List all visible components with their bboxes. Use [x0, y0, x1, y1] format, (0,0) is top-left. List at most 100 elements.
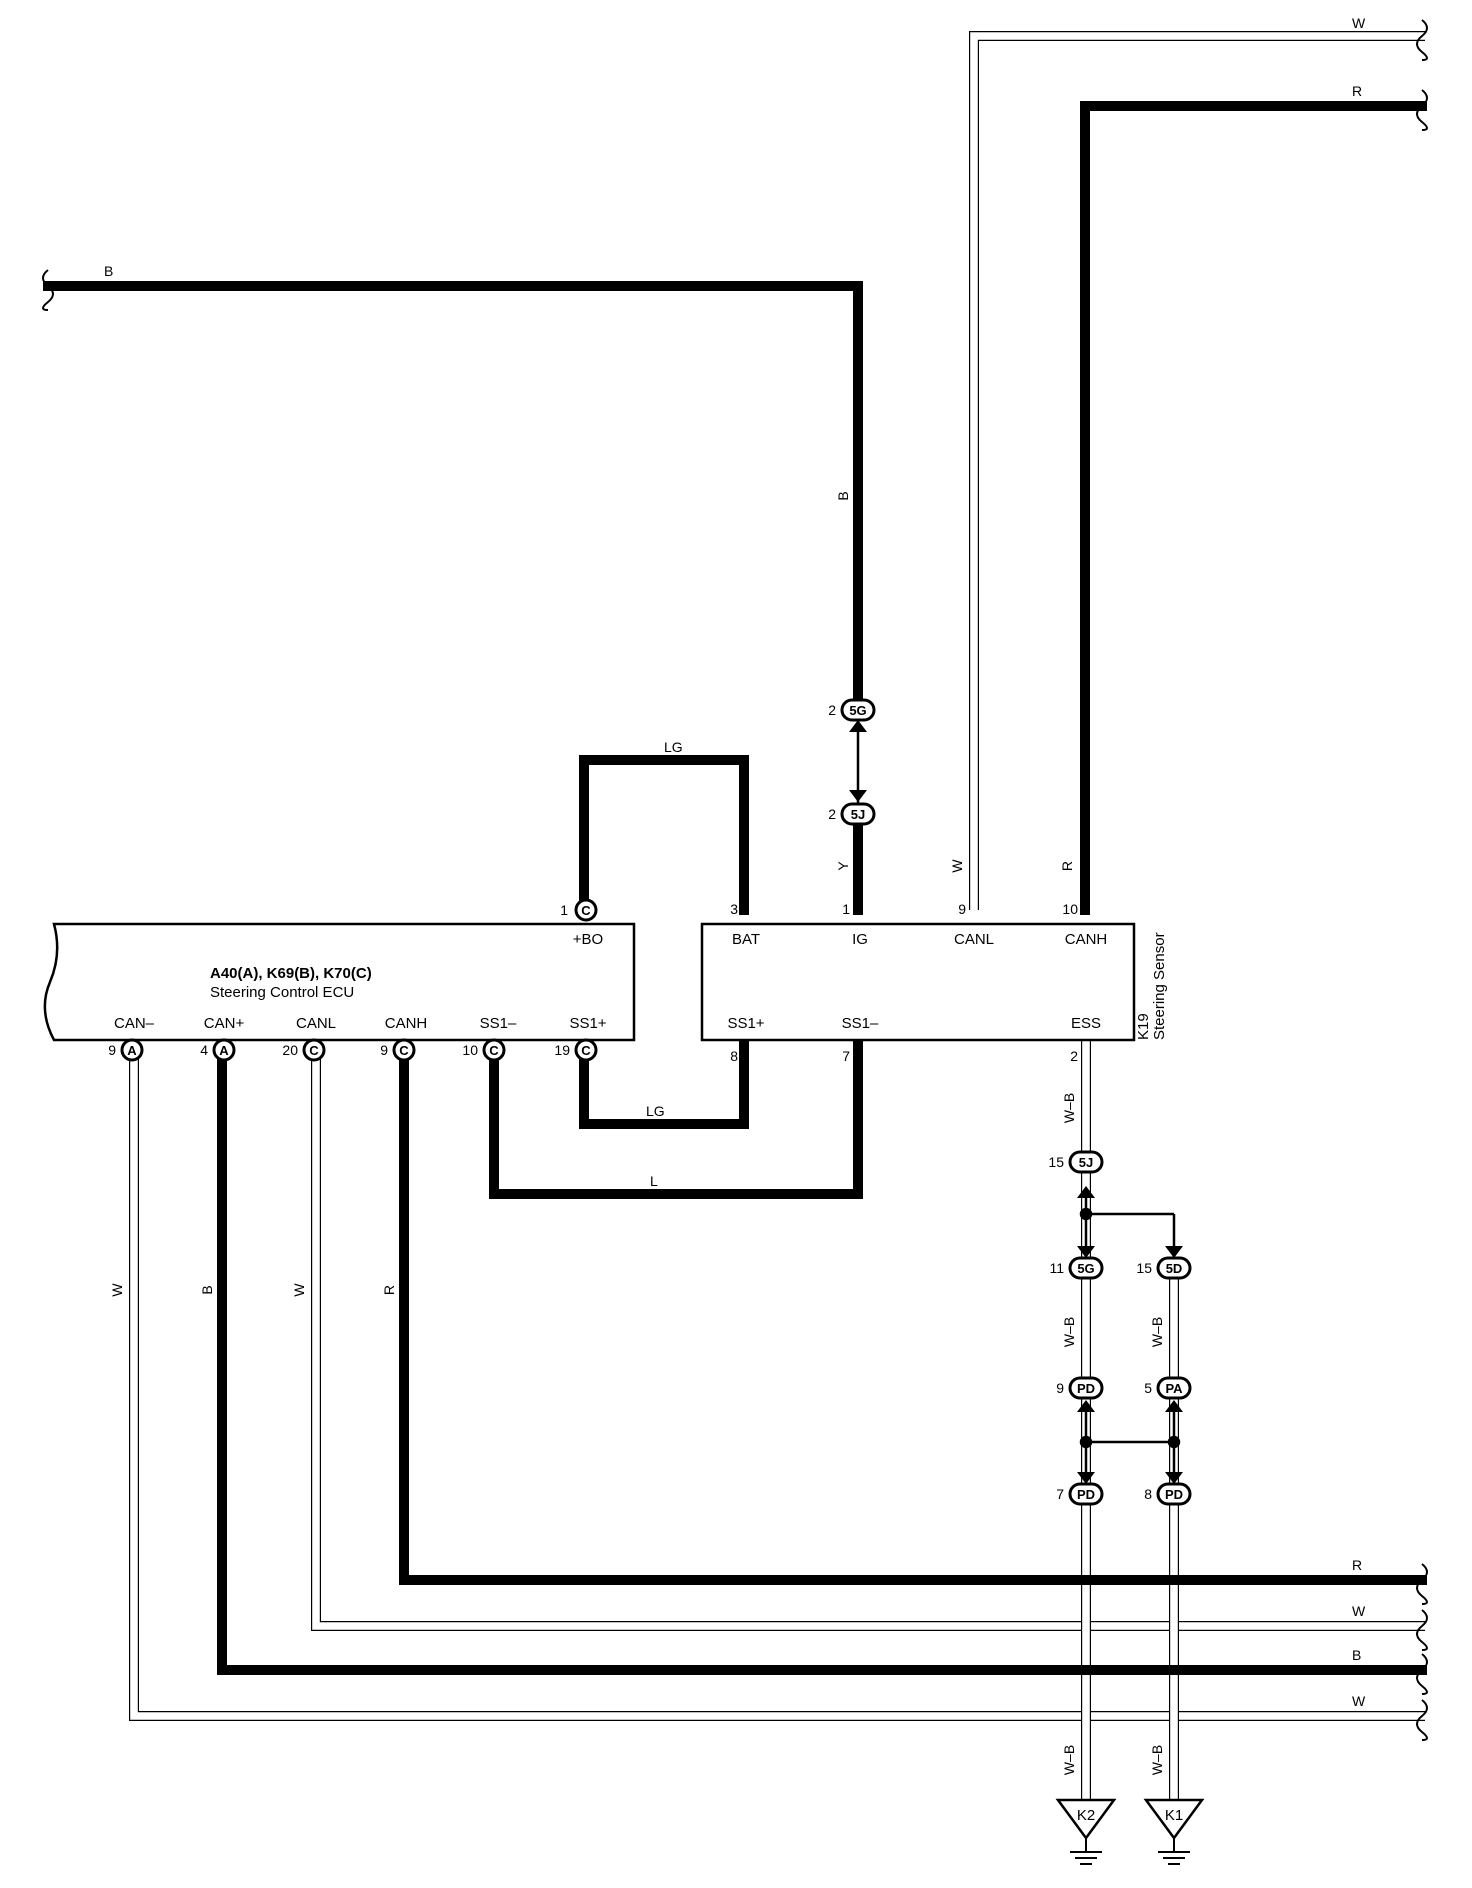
thin-wires: [129, 31, 1425, 1800]
ecu-pin-name-canl: CANL: [296, 1015, 336, 1032]
wire-color-label: W: [949, 859, 965, 873]
sensor-pin-number: 8: [730, 1048, 738, 1064]
sensor-box: [700, 922, 1136, 1042]
pin-number: 4: [200, 1042, 208, 1058]
junction-connector: [840, 802, 876, 826]
pin-number: 10: [462, 1042, 478, 1058]
ecu-pin-name-canh: CANH: [385, 1015, 428, 1032]
junction-pin: 9: [1056, 1380, 1064, 1396]
sensor-pin-number: 3: [730, 901, 738, 917]
junction-pin: 7: [1056, 1486, 1064, 1502]
wire-color-label: B: [199, 1285, 215, 1294]
steering-control-ecu: A40(A), K69(B), K70(C) Steering Control …: [43, 922, 636, 1042]
sensor-pin-name-ig: IG: [852, 931, 868, 948]
ecu-pin-name-can-minus: CAN–: [114, 1015, 155, 1032]
pin-number: 20: [282, 1042, 298, 1058]
wire-color-label: LG: [646, 1103, 665, 1119]
junction-links: [856, 730, 1181, 1472]
junction-connector: [840, 698, 876, 722]
wire-l-ss1minus: [489, 1039, 863, 1199]
junction-pin: 11: [1049, 1260, 1064, 1276]
wire-color-label: B: [1352, 1647, 1361, 1663]
steering-sensor: BAT IG CANL CANH SS1+ SS1– ESS 3 1 9 10 …: [700, 901, 1168, 1064]
junction-code: PD: [1077, 1487, 1095, 1502]
junction-connector: [1068, 1150, 1104, 1174]
wire-w-can-minus: [129, 1044, 1425, 1721]
thick-wires: [43, 101, 1427, 1675]
sensor-pin-name-ess: ESS: [1071, 1015, 1101, 1032]
junction-connector: [1156, 1482, 1192, 1506]
junction-connectors: 5G 2 5J 2 5J 15 5G 11 5D 15 PD 9 PA 5 PD…: [828, 698, 1192, 1506]
pin-number: 9: [108, 1042, 116, 1058]
ground-id: K1: [1165, 1807, 1183, 1824]
wire-b-top: [43, 281, 863, 705]
junction-pin: 2: [828, 702, 836, 718]
ground-points: K2 K1: [1055, 1798, 1205, 1865]
pin-connector: [482, 1038, 506, 1062]
pin-connector: [212, 1038, 236, 1062]
wire-color-label: W–B: [1149, 1317, 1165, 1347]
wire-w-canl: [969, 31, 1425, 910]
junction-code: 5D: [1166, 1261, 1183, 1276]
wire-color-label: B: [835, 491, 851, 500]
ecu-pin-connectors: C 1 A 9 A 4 C 20 C 9 C 10 C 19: [108, 898, 598, 1062]
ecu-pin-name-bo: +BO: [573, 931, 603, 948]
pin-number: 19: [554, 1042, 570, 1058]
junction-code: PD: [1077, 1381, 1095, 1396]
pin-connector: [120, 1038, 144, 1062]
pin-number: 9: [380, 1042, 388, 1058]
junction-code: PD: [1165, 1487, 1183, 1502]
wire-color-label: LG: [664, 739, 683, 755]
sensor-pin-number: 10: [1062, 901, 1078, 917]
sensor-pin-name-ss1-minus: SS1–: [842, 1015, 879, 1032]
junction-connector: [1068, 1256, 1104, 1280]
wire-color-labels: W R B LG LG L R W B W B Y W R W B W R W–…: [104, 15, 1366, 1775]
junction-pin: 2: [828, 806, 836, 822]
junction-pin: 8: [1144, 1486, 1152, 1502]
pin-connector-letter: C: [581, 903, 591, 918]
wire-color-label: W: [1352, 1603, 1366, 1619]
junction-connector: [1068, 1482, 1104, 1506]
junction-connector: [1156, 1256, 1192, 1280]
sensor-pin-number: 2: [1070, 1048, 1078, 1064]
junction-code: 5G: [1077, 1261, 1094, 1276]
ecu-pin-name-ss1-plus: SS1+: [569, 1015, 606, 1032]
ground-k1: K1: [1143, 1798, 1205, 1865]
pin-connector-letter: C: [309, 1043, 319, 1058]
ground-k2: K2: [1055, 1798, 1117, 1865]
sensor-pin-number: 1: [842, 901, 850, 917]
wire-color-label: W: [1352, 15, 1366, 31]
pin-connector-letter: C: [489, 1043, 499, 1058]
pin-connector: [574, 898, 598, 922]
wire-color-label: W–B: [1061, 1745, 1077, 1775]
wire-color-label: R: [1059, 861, 1075, 871]
sensor-pin-name-bat: BAT: [732, 931, 760, 948]
junction-pin: 15: [1136, 1260, 1152, 1276]
ecu-title: A40(A), K69(B), K70(C): [210, 965, 372, 982]
wire-lg-bo-bat: [579, 755, 749, 915]
ecu-subtitle: Steering Control ECU: [210, 984, 354, 1001]
break-marks: [42, 19, 1428, 1741]
wire-color-label: W–B: [1061, 1093, 1077, 1123]
junction-code: PA: [1165, 1381, 1183, 1396]
wire-color-label: Y: [835, 861, 851, 871]
wire-color-label: W–B: [1061, 1317, 1077, 1347]
junction-connector: [1068, 1376, 1104, 1400]
wire-lg-ss1plus: [579, 1039, 749, 1129]
sensor-pin-name-canh: CANH: [1065, 931, 1108, 948]
wire-color-label: B: [104, 263, 113, 279]
sensor-id: K19: [1135, 1013, 1152, 1040]
wire-r-canh-top: [1080, 101, 1427, 915]
wire-color-label: R: [1352, 83, 1362, 99]
wire-color-label: W: [109, 1283, 125, 1297]
junction-pin: 15: [1048, 1154, 1064, 1170]
sensor-pin-number: 7: [842, 1048, 850, 1064]
sensor-name: Steering Sensor: [1151, 932, 1168, 1040]
wire-color-label: W–B: [1149, 1745, 1165, 1775]
wire-color-label: L: [650, 1173, 658, 1189]
junction-code: 5J: [851, 807, 865, 822]
wire-color-label: W: [291, 1283, 307, 1297]
wire-color-label: R: [1352, 1557, 1362, 1573]
junction-code: 5G: [849, 703, 866, 718]
